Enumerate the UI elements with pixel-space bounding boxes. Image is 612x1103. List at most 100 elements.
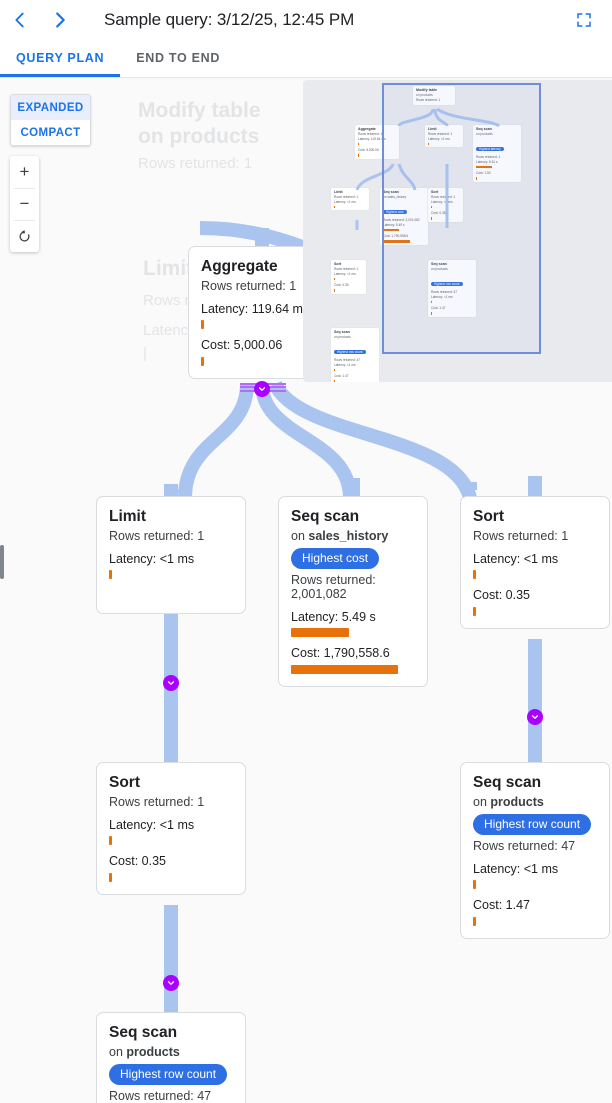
minimap-node[interactable]: Aggregate Rows returned: 1 Latency: 119.…: [355, 125, 399, 159]
plan-node-sort-left[interactable]: Sort Rows returned: 1 Latency: <1 ms Cos…: [96, 762, 246, 895]
minimap-latency-bar: [428, 143, 429, 146]
minimap-node-line: Rows returned: 47: [431, 290, 458, 295]
app-header: Sample query: 3/12/25, 12:45 PM: [0, 0, 612, 40]
minimap-viewport-rect[interactable]: [382, 83, 541, 354]
tab-query-plan[interactable]: QUERY PLAN: [0, 39, 121, 77]
node-cost: Cost: 5,000.06: [201, 338, 283, 353]
node-rows: Rows returned: 47: [109, 1089, 212, 1103]
node-rows: Rows returned: 2,001,082: [291, 573, 376, 602]
minimap-node[interactable]: Seq scan on sales_history Highest cost R…: [380, 188, 428, 245]
node-latency: Latency: 119.64 ms: [201, 302, 310, 317]
chevron-down-icon: [167, 681, 175, 685]
node-cost: Cost: 1,790,558.6: [291, 646, 390, 661]
mode-button-compact[interactable]: COMPACT: [11, 120, 90, 145]
back-button[interactable]: [0, 0, 40, 40]
mode-button-expanded[interactable]: EXPANDED: [11, 95, 90, 121]
minimap-node-relation: on sales_history: [383, 195, 407, 200]
node-title: Seq scan: [109, 1024, 178, 1041]
node-title: Sort: [109, 774, 140, 791]
node-rows: Rows returned: 1: [109, 529, 205, 544]
node-relation-name: products: [490, 795, 544, 810]
collapse-toggle-limit[interactable]: [163, 675, 179, 691]
tab-end-to-end[interactable]: END TO END: [136, 51, 221, 65]
plan-node-seq-scan-products-right[interactable]: Seq scan on products Highest row count R…: [460, 762, 610, 939]
minimap-status-badge: Highest row count: [334, 350, 366, 355]
minimap-node-line: Cost: 1.47: [431, 306, 446, 311]
minimap-node-title: Modify table: [416, 88, 437, 92]
minimap-node[interactable]: Sort Rows returned: 1 Latency: <1 ms Cos…: [331, 260, 366, 294]
latency-bar: [109, 570, 112, 580]
plan-node-seq-scan-products-bottom[interactable]: Seq scan on products Highest row count R…: [96, 1012, 246, 1103]
minimap-node-title: Aggregate: [358, 127, 376, 131]
node-relation: on sales_history: [291, 529, 415, 543]
plan-node-seq-scan-sales-history[interactable]: Seq scan on sales_history Highest cost R…: [278, 496, 428, 687]
minimap-edges: [355, 107, 501, 230]
minimap-node[interactable]: Modify table on products Rows returned: …: [413, 86, 455, 106]
node-latency: Latency: <1 ms: [109, 552, 195, 567]
minimap-node-line: Rows returned: 1: [416, 98, 441, 103]
minimap-node[interactable]: Seq scan on products Highest row count R…: [331, 328, 379, 382]
minimap-latency-bar: [431, 206, 432, 209]
node-title: Sort: [473, 508, 504, 525]
minimap-latency-bar: [358, 143, 359, 146]
minimap-node[interactable]: Seq scan on products Highest latency Row…: [473, 125, 521, 182]
minimap-node-line: Cost: 5,000.06: [358, 148, 379, 153]
minimap-node-line: Latency: 5.61 s: [476, 160, 498, 165]
minimap-node-line: Latency: <1 ms: [334, 200, 356, 205]
forward-button[interactable]: [40, 0, 80, 40]
node-relation: on products: [109, 1045, 233, 1059]
minimap-panel[interactable]: Modify table on products Rows returned: …: [303, 80, 612, 382]
node-relation-name: sales_history: [308, 529, 389, 544]
node-latency: Latency: 5.49 s: [291, 610, 376, 625]
collapse-toggle-sort-left[interactable]: [163, 975, 179, 991]
fullscreen-button[interactable]: [564, 0, 604, 40]
node-title: Seq scan: [473, 774, 542, 791]
minimap-node-line: Rows returned: 1: [431, 195, 456, 200]
zoom-in-button[interactable]: +: [19, 162, 30, 181]
minimap-node-line: Rows returned: 1: [334, 267, 359, 272]
minimap-node-line: Cost: 1.53: [476, 171, 491, 176]
minimap-cost-bar: [334, 380, 335, 382]
minimap-node-relation: on products: [334, 335, 351, 340]
node-rows: Rows returned: 47: [473, 839, 576, 854]
minimap-latency-bar: [334, 278, 335, 281]
minimap-node-relation: on products: [431, 267, 448, 272]
minimap-node-title: Seq scan: [334, 330, 350, 334]
minimap-node[interactable]: Limit Rows returned: 1 Latency: <1 ms: [331, 188, 369, 211]
node-rows: Rows returned: 1: [109, 795, 205, 810]
reset-view-button[interactable]: [10, 220, 39, 252]
plan-node-sort-right[interactable]: Sort Rows returned: 1 Latency: <1 ms Cos…: [460, 496, 610, 629]
plan-node-limit[interactable]: Limit Rows returned: 1 Latency: <1 ms: [96, 496, 246, 615]
cost-bar: [109, 872, 112, 882]
latency-bar: [291, 628, 349, 638]
minimap-node-line: Cost: 1,790,558.6: [383, 234, 409, 239]
minimap-latency-bar: [334, 369, 335, 372]
minimap-cost-bar: [334, 289, 335, 292]
minimap-node-relation: on products: [416, 93, 433, 98]
minimap-cost-bar: [431, 312, 432, 315]
minimap-latency-bar: [334, 206, 335, 209]
node-latency: Latency: <1 ms: [473, 862, 559, 877]
minimap-cost-bar: [476, 177, 477, 180]
node-relation-prefix: on: [291, 529, 305, 544]
chevron-left-icon: [15, 12, 24, 28]
canvas-scrollbar-handle[interactable]: [0, 545, 4, 579]
reset-rotate-icon: [19, 229, 30, 241]
chevron-down-icon: [531, 715, 539, 719]
minimap-node-line: Latency: <1 ms: [431, 200, 453, 205]
minimap-latency-bar: [476, 166, 492, 169]
plan-canvas[interactable]: Modify table on products Rows returned: …: [0, 78, 612, 1103]
ghost-title-line1: Modify table: [138, 99, 261, 122]
status-badge-highest-cost: Highest cost: [291, 548, 380, 570]
minimap-node[interactable]: Limit Rows returned: 1 Latency: <1 ms: [425, 125, 463, 148]
minimap-node-line: Cost: 1.47: [334, 374, 349, 379]
node-latency: Latency: <1 ms: [473, 552, 559, 567]
tab-bar: QUERY PLAN END TO END: [0, 40, 612, 78]
node-cost: Cost: 1.47: [473, 898, 530, 913]
collapse-toggle-sort-right[interactable]: [527, 709, 543, 725]
minimap-latency-bar: [431, 301, 432, 304]
minimap-node[interactable]: Seq scan on products Highest row count R…: [428, 260, 476, 317]
zoom-out-button[interactable]: −: [10, 188, 39, 220]
collapse-toggle-aggregate[interactable]: [254, 381, 270, 397]
